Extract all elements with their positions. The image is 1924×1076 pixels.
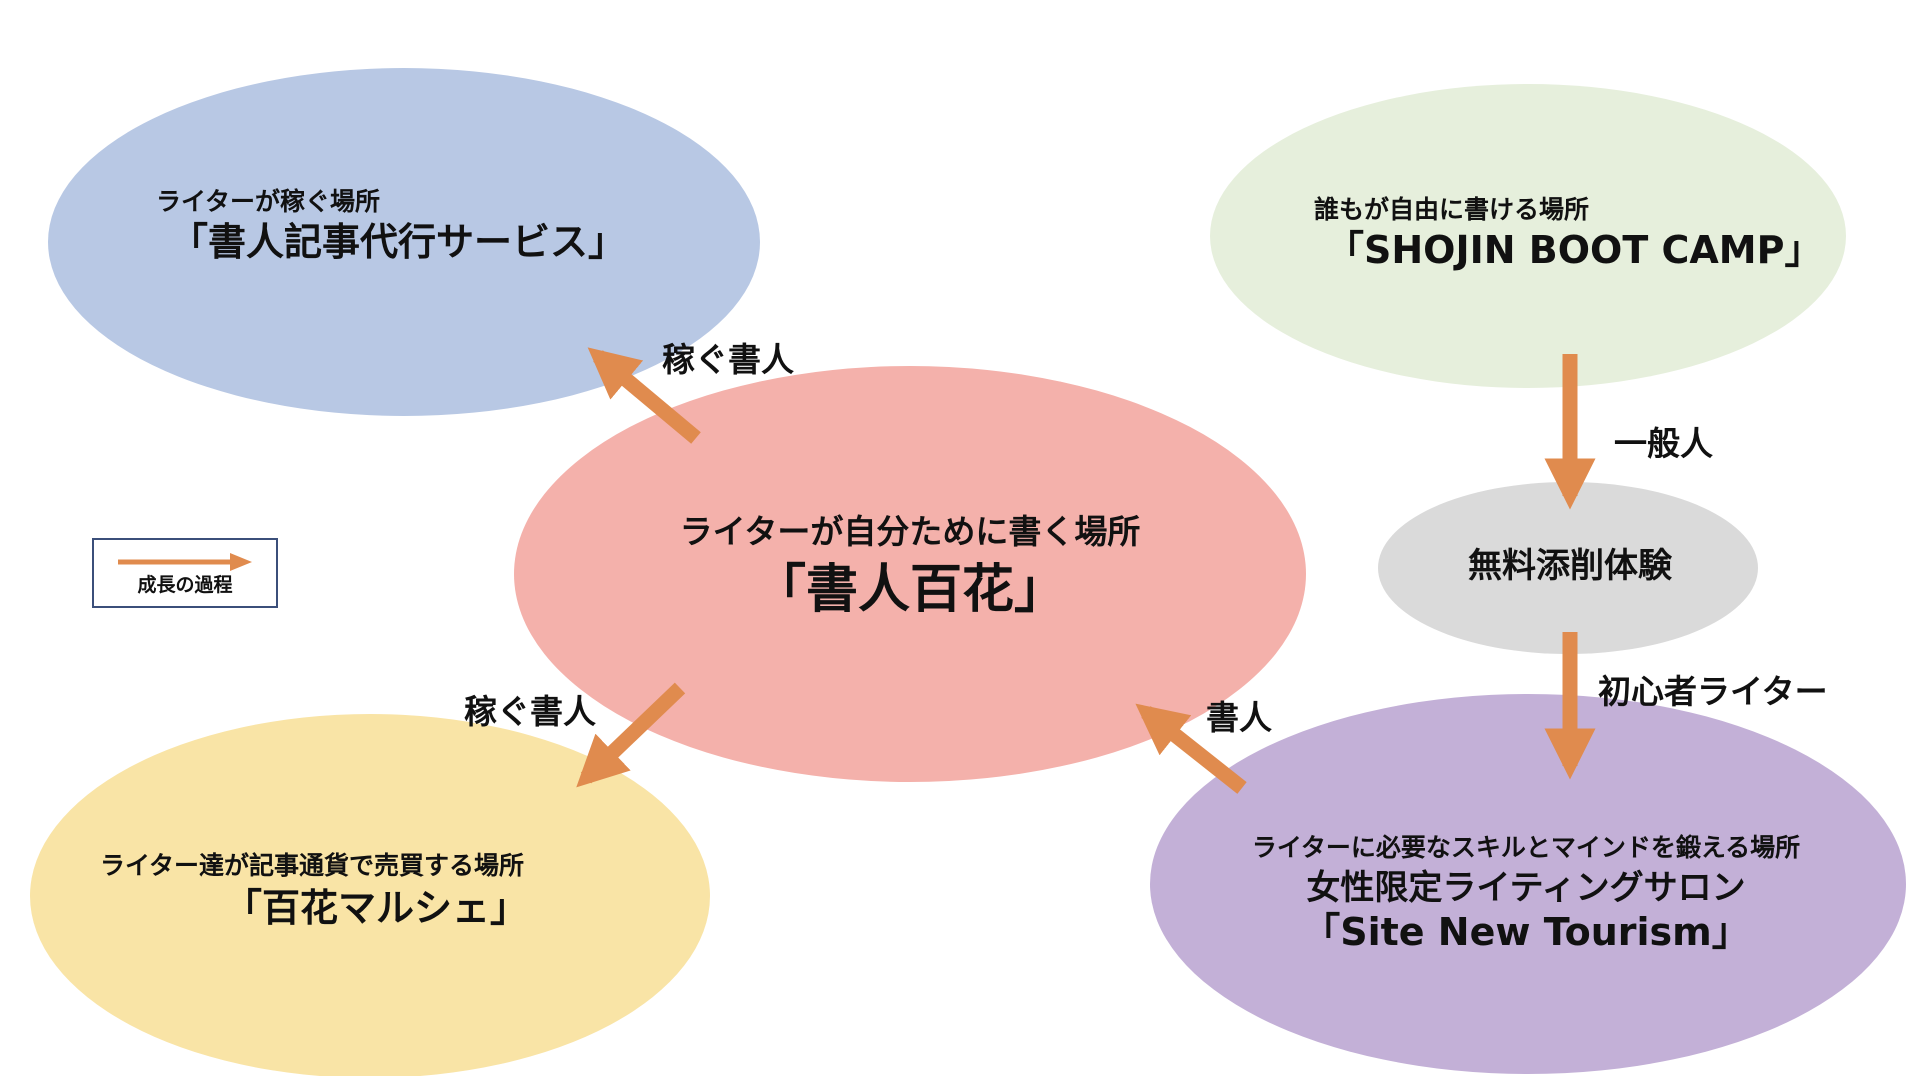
marche-title: 「百花マルシェ」 <box>224 886 529 930</box>
writer-service-subtitle: ライターが稼ぐ場所 <box>156 187 381 216</box>
arrow-to-center-hub <box>1135 703 1247 794</box>
arrow-to-marche <box>576 682 686 788</box>
edge-label-to-marche: 稼ぐ書人 <box>464 692 596 731</box>
center-hub-title: 「書人百花」 <box>753 560 1066 620</box>
boot-camp-subtitle: 誰もが自由に書ける場所 <box>1314 195 1590 224</box>
node-salon-ellipse <box>1150 694 1906 1074</box>
salon-title-line-2: 「Site New Tourism」 <box>1302 910 1750 954</box>
boot-camp-title: 「SHOJIN BOOT CAMP」 <box>1326 228 1823 272</box>
edge-label-bootcamp-to-trial: 一般人 <box>1614 424 1713 463</box>
arrow-to-writer-service <box>587 347 701 444</box>
node-boot-camp-ellipse <box>1210 84 1846 388</box>
node-marche-ellipse <box>30 714 710 1076</box>
marche-subtitle: ライター達が記事通貨で売買する場所 <box>100 851 525 880</box>
legend-label: 成長の過程 <box>137 574 233 596</box>
node-free-trial-ellipse <box>1378 482 1758 654</box>
node-writer-service-ellipse <box>48 68 760 416</box>
edge-label-to-center: 書人 <box>1206 698 1272 737</box>
salon-subtitle: ライターに必要なスキルとマインドを鍛える場所 <box>1251 833 1801 862</box>
node-center-hub-ellipse <box>514 366 1306 782</box>
writer-service-title: 「書人記事代行サービス」 <box>170 220 627 264</box>
free-trial-title: 無料添削体験 <box>1468 546 1672 586</box>
legend: 成長の過程 <box>92 538 278 608</box>
edge-label-to-service: 稼ぐ書人 <box>662 340 794 379</box>
legend-arrow-icon <box>118 553 252 571</box>
edge-label-trial-to-salon: 初心者ライター <box>1598 672 1828 711</box>
center-hub-subtitle: ライターが自分ために書く場所 <box>679 512 1141 551</box>
salon-title-line-1: 女性限定ライティングサロン <box>1306 868 1746 908</box>
